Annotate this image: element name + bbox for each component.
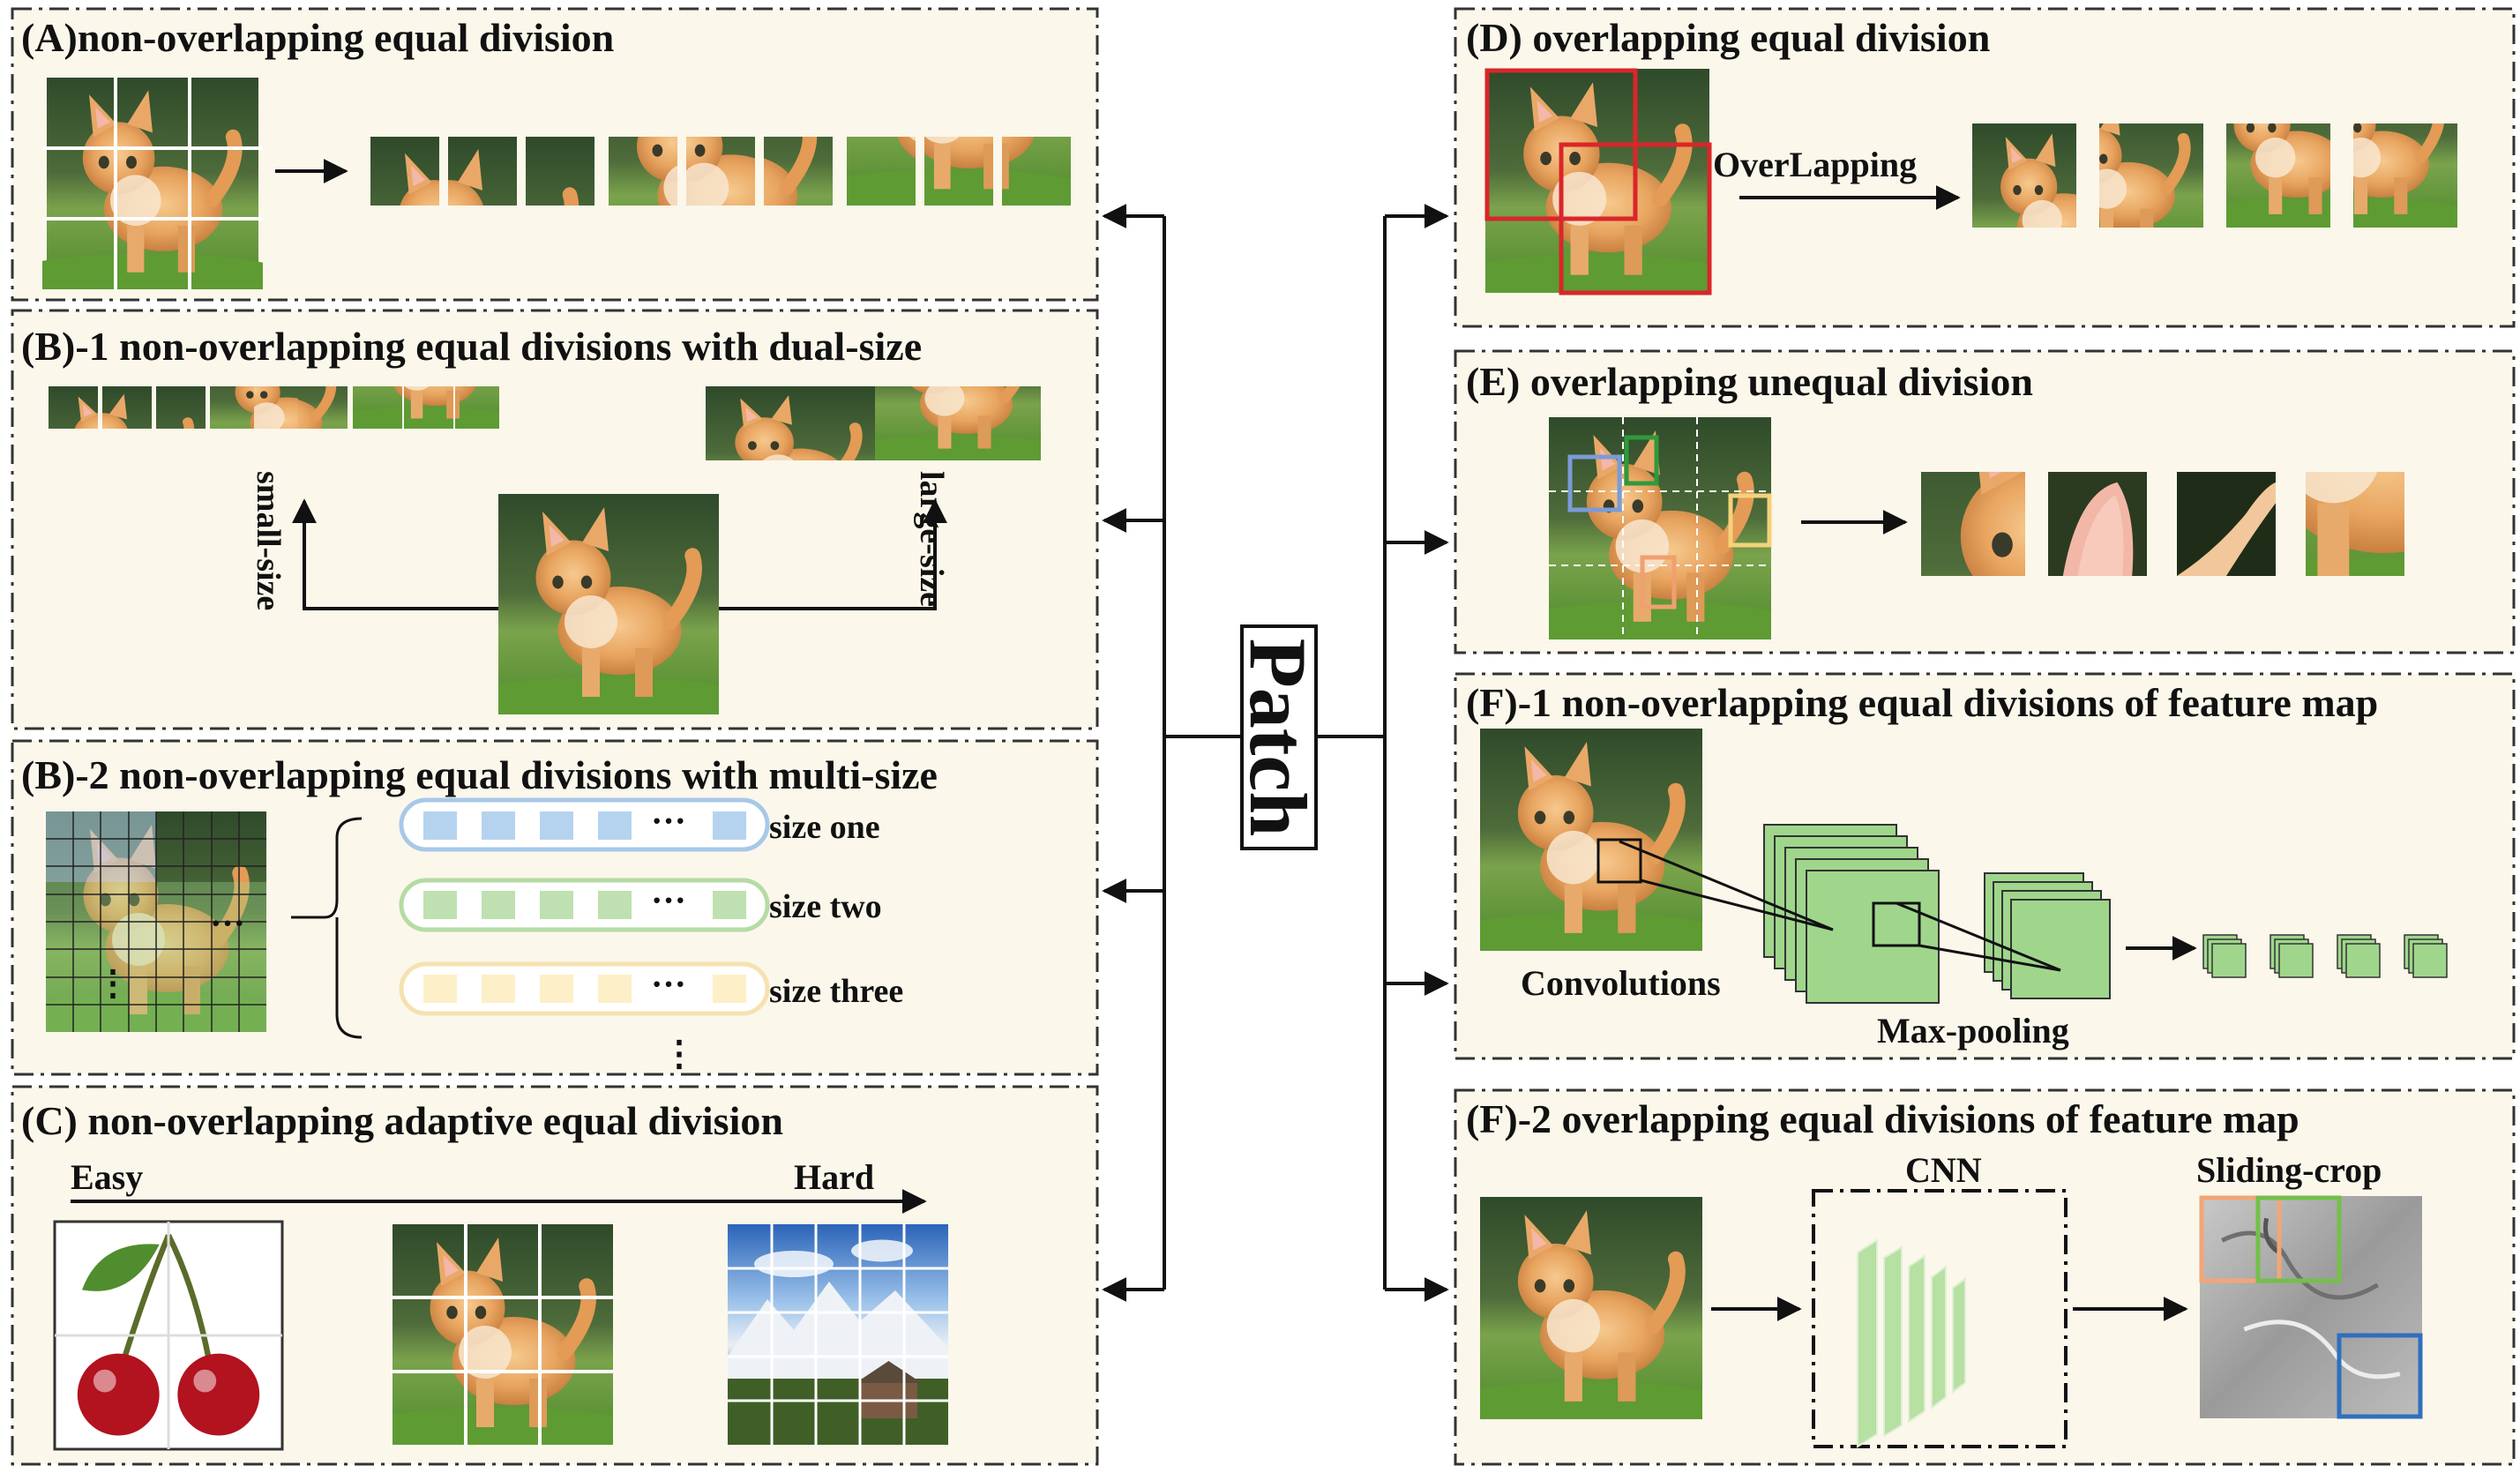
arrow-up-large [719,498,947,610]
unequal-patches [1798,472,2520,576]
cherry-image [53,1220,284,1451]
region-box-yellow [1728,493,1772,548]
brace-icon [291,817,363,1039]
size-one-row: ··· [399,797,770,852]
size-three-label: size three [769,973,903,1010]
panel-f1: (F)-1 non-overlapping equal divisions of… [1454,672,2516,1060]
panel-b1: (B)-1 non-overlapping equal divisions wi… [11,309,1099,730]
panel-a-title: (A)non-overlapping equal division [21,15,614,60]
cnn-layers [1857,1238,1966,1448]
panel-e-title: (E) overlapping unequal division [1466,359,2033,404]
panel-c-title: (C) non-overlapping adaptive equal divis… [21,1098,783,1143]
kitten-grid-image: ··· ⋮ [46,811,266,1032]
panel-b1-title: (B)-1 non-overlapping equal divisions wi… [21,324,922,369]
panel-d-title: (D) overlapping equal division [1466,15,1990,60]
kitten-image [42,78,263,289]
cnn-box [1812,1189,2068,1448]
feature-map-image [2200,1196,2422,1418]
mountain-image [728,1224,948,1445]
center-connectors [1102,204,1449,1302]
panel-b2: (B)-2 non-overlapping equal divisions wi… [11,739,1099,1076]
panel-f1-title: (F)-1 non-overlapping equal divisions of… [1466,680,2378,725]
conv-feature-block [1763,824,1940,1004]
patch-label: Patch [1233,639,1323,837]
max-pooling-label: Max-pooling [1877,1011,2069,1051]
sliding-crop-label: Sliding-crop [2196,1150,2382,1190]
grid-vdots: ⋮ [95,963,131,1003]
rows-vdots: ⋮ [662,1034,697,1073]
overlap-box-2 [1559,142,1712,295]
panel-f2-title: (F)-2 overlapping equal divisions of fea… [1466,1096,2299,1141]
pool-feature-block [1984,872,2111,999]
panel-b2-title: (B)-2 non-overlapping equal divisions wi… [21,752,938,797]
panel-c: (C) non-overlapping adaptive equal divis… [11,1085,1099,1466]
ellipsis-3: ··· [651,964,686,1004]
crop-box-green [2255,1195,2342,1283]
overlapping-label: OverLapping [1713,145,1917,184]
grid-ellipsis-h: ··· [210,903,245,943]
hard-label: Hard [794,1157,874,1197]
cnn-label: CNN [1905,1150,1982,1190]
conv-window [1596,838,1642,884]
easy-label: Easy [71,1157,143,1197]
ellipsis-1: ··· [651,801,686,841]
region-box-green [1624,435,1659,486]
crop-box-orange [2199,1195,2282,1283]
large-size-label: large-size [913,471,950,607]
convolutions-label: Convolutions [1521,963,1721,1003]
size-two-row: ··· [399,878,770,932]
region-box-blue [1567,454,1622,512]
panel-d: (D) overlapping equal division OverLappi… [1454,7,2516,328]
arrow-up-small [292,498,498,610]
region-box-orange [1640,555,1677,609]
panel-f2: (F)-2 overlapping equal divisions of fea… [1454,1088,2516,1466]
kitten-image [393,1224,613,1445]
crop-box-blue [2337,1333,2423,1419]
panel-e: (E) overlapping unequal division [1454,349,2520,654]
panel-a: (A)non-overlapping equal division [11,7,1099,302]
size-two-label: size two [769,888,882,925]
patch-box: Patch [1233,624,1323,850]
ellipsis-2: ··· [651,880,686,920]
small-size-label: small-size [250,471,287,610]
size-three-row: ··· [399,961,770,1016]
size-one-label: size one [769,809,880,846]
